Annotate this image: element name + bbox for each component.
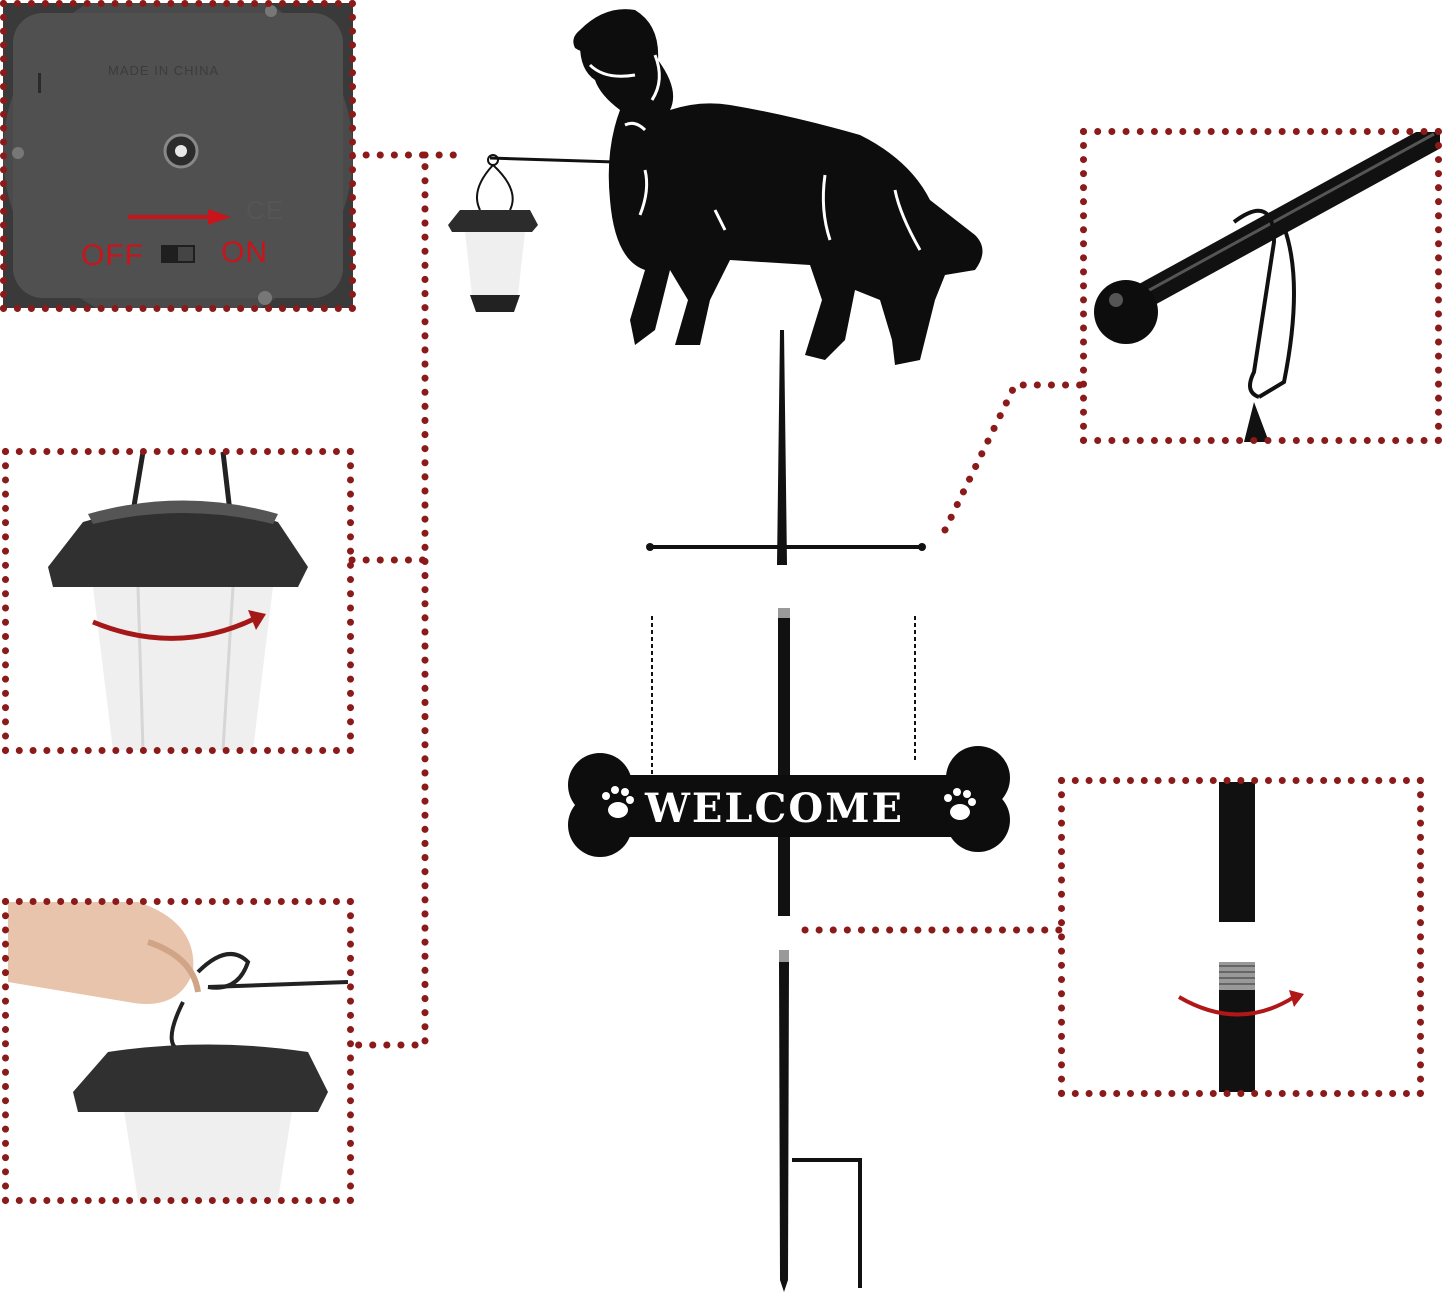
welcome-bone-sign (568, 746, 1010, 857)
lantern-rotate-frame (2, 448, 354, 754)
pole-connect-photo (1064, 782, 1418, 1092)
dog-silhouette (573, 9, 983, 366)
paw-icon-right (944, 788, 976, 820)
ce-mark: CE (246, 195, 285, 225)
sign-chains (651, 616, 916, 775)
dog-cutout-lines (588, 54, 922, 251)
lantern-hang-frame (2, 898, 354, 1204)
hook-detail-panel (1084, 132, 1440, 442)
lantern-hang-photo (8, 902, 348, 1200)
paw-icon-left (602, 786, 634, 818)
switch-photo (3, 3, 353, 308)
lower-stake (779, 950, 862, 1292)
off-label: OFF (81, 239, 144, 272)
hook-photo (1084, 132, 1440, 442)
lantern-rotate-photo (8, 452, 348, 750)
on-label: ON (221, 236, 268, 269)
pole-connect-panel (1064, 782, 1418, 1092)
connector-switch (348, 151, 429, 1049)
dog-stake-assembly (448, 9, 1010, 1292)
lantern-rotate-panel (8, 452, 348, 750)
hook-panel-frame (1080, 128, 1442, 444)
small-lantern (448, 154, 616, 312)
welcome-text: WELCOME (645, 785, 904, 832)
switch-detail-panel: MADE IN CHINA OFF ON CE (3, 3, 353, 308)
switch-panel-frame (0, 0, 356, 312)
connector-hook (941, 381, 1084, 534)
pole-connect-frame (1058, 777, 1424, 1097)
upper-pole (646, 330, 926, 565)
made-in-label: MADE IN CHINA (108, 63, 220, 78)
lantern-hang-panel (8, 902, 348, 1200)
middle-pole (778, 608, 790, 916)
